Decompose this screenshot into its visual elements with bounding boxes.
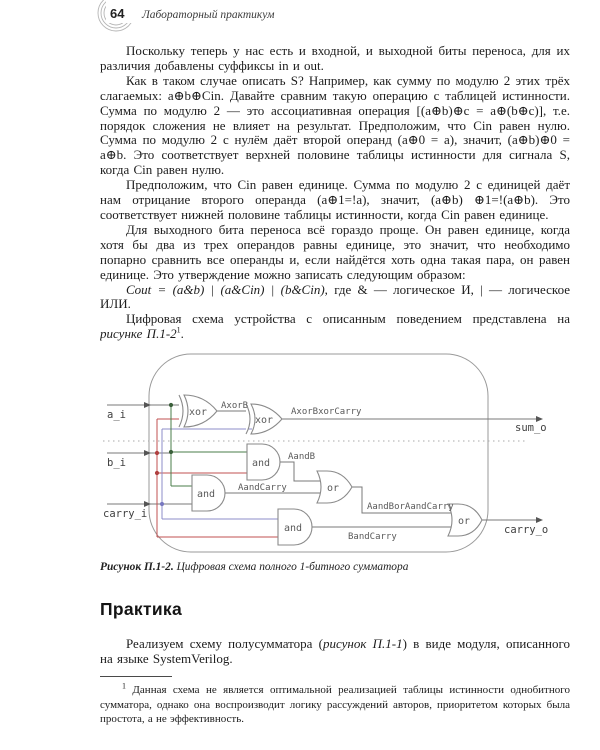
and-gate-1-label: and <box>252 458 270 469</box>
module-boundary <box>148 353 489 553</box>
paragraph-formula: Cout = (a&b) | (a&Cin) | (b&Cin), где & … <box>100 281 570 312</box>
port-label-carry-o: carry_o <box>504 524 548 536</box>
running-title: Лабораторный практикум <box>142 9 275 21</box>
body-text: Поскольку теперь у нас есть и входной, и… <box>100 44 570 344</box>
xor-gate-2-label: xor <box>255 415 273 426</box>
or-gate-1-label: or <box>327 483 339 494</box>
paragraph: Как в таком случае описать S? Например, … <box>100 72 570 178</box>
net-label-aandboraandcarry: AandBorAandCarry <box>367 502 454 512</box>
and-gate-2-label: and <box>197 489 215 500</box>
page-number: 64 <box>107 6 128 21</box>
port-label-sum-o: sum_o <box>515 422 547 434</box>
and-gate-2: and <box>191 474 226 512</box>
paragraph: Поскольку теперь у нас есть и входной, и… <box>100 44 570 73</box>
net-label-aandcarry: AandCarry <box>238 483 287 493</box>
formula: Cout = (a&b) | (a&Cin) | (b&Cin) <box>126 281 325 297</box>
footnote-separator <box>100 676 172 677</box>
and-gate-1: and <box>246 443 281 481</box>
paragraph: Цифровая схема устройства с описанным по… <box>100 311 570 342</box>
paragraph: Реализуем схему полусумматора (рисунок П… <box>100 636 570 666</box>
paragraph: Для выходного бита переноса всё гораздо … <box>100 221 570 282</box>
or-gate-2-label: or <box>458 516 470 527</box>
or-gate-1: or <box>316 470 353 504</box>
junction-dots <box>154 402 174 507</box>
net-label-axorbxorcarry: AxorBxorCarry <box>291 407 362 417</box>
port-label-b-i: b_i <box>107 457 126 469</box>
figure-caption-text: Цифровая схема полного 1-битного суммато… <box>173 561 409 573</box>
or-gate-2: or <box>447 503 483 537</box>
net-label-axorb: AxorB <box>221 401 248 411</box>
wire-arrows <box>144 402 543 523</box>
figure-caption: Рисунок П.1-2. Цифровая схема полного 1-… <box>100 561 570 573</box>
net-label-aandb: AandB <box>288 452 315 462</box>
net-b-red <box>156 418 280 538</box>
section-heading: Практика <box>100 599 182 619</box>
xor-gate-1: xor <box>178 394 218 428</box>
footnote-marker: 1 <box>122 681 126 691</box>
and-gate-3-label: and <box>284 523 302 534</box>
practice-text: Реализуем схему полусумматора (рисунок П… <box>100 636 570 666</box>
and-gate-3: and <box>277 508 313 546</box>
paragraph: Предположим, что Cin равен единице. Сумм… <box>100 177 570 222</box>
port-label-a-i: a_i <box>107 409 126 421</box>
footnote-text: 1 Данная схема не является оптимальной р… <box>100 681 570 726</box>
xor-gate-1-label: xor <box>189 407 207 418</box>
footnote: 1 Данная схема не является оптимальной р… <box>100 681 570 727</box>
xor-gate-2: xor <box>245 403 283 435</box>
port-label-carry-i: carry_i <box>103 508 147 520</box>
figure-caption-label: Рисунок П.1-2. <box>100 561 174 573</box>
figure-reference: рисунке П.1-2 <box>100 326 177 342</box>
figure-reference: рисунок П.1-1 <box>322 636 403 651</box>
net-a-green <box>170 405 249 487</box>
net-label-bandcarry: BandCarry <box>348 532 397 542</box>
footnote-marker: 1 <box>176 325 181 335</box>
full-adder-schematic: xor xor and and and or <box>95 348 560 562</box>
